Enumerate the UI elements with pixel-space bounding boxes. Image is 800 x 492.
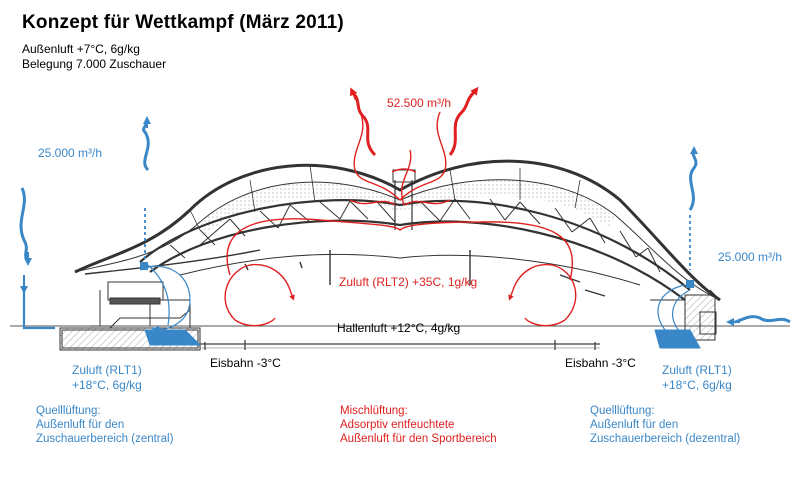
ground-line — [10, 325, 790, 349]
ice-rink-left-label: Eisbahn -3°C — [210, 356, 281, 370]
mixing-air-flow — [224, 111, 577, 327]
left-flow-rate: 25.000 m³/h — [38, 146, 103, 160]
ice-rink — [204, 340, 596, 350]
exhaust-flow-rate: 52.500 m³/h — [387, 96, 452, 110]
rlt1-left-line1: Zuluft (RLT1) — [72, 363, 142, 377]
exhaust-arrows — [349, 86, 479, 173]
diagram-title: Konzept für Wettkampf (März 2011) — [22, 12, 344, 33]
rlt2-supply-label: Zuluft (RLT2) +35C, 1g/kg — [339, 275, 478, 289]
note-right-line2: Außenluft für den — [590, 419, 679, 431]
note-right-line1: Quelllüftung: — [590, 405, 655, 417]
ice-rink-right-label: Eisbahn -3°C — [565, 356, 636, 370]
note-right-line3: Zuschauerbereich (dezentral) — [590, 433, 741, 445]
right-supply-air — [657, 146, 791, 333]
note-center-line2: Adsorptiv entfeuchtete — [340, 419, 455, 431]
right-stands — [650, 289, 721, 349]
rlt1-right-line2: +18°C, 6g/kg — [662, 378, 732, 392]
note-left-line2: Außenluft für den — [36, 419, 125, 431]
note-center-line3: Außenluft für den Sportbereich — [340, 433, 497, 445]
note-left-line1: Quelllüftung: — [36, 405, 101, 417]
rlt1-left-line2: +18°C, 6g/kg — [72, 378, 142, 392]
occupancy-condition: Belegung 7.000 Zuschauer — [22, 57, 167, 71]
rlt1-right-line1: Zuluft (RLT1) — [662, 363, 732, 377]
left-supply-air — [19, 116, 191, 333]
left-stands — [59, 281, 202, 351]
note-center-line1: Mischlüftung: — [340, 405, 408, 417]
roof-structure — [74, 159, 721, 302]
note-left-line3: Zuschauerbereich (zentral) — [36, 433, 174, 445]
outside-air-condition: Außenluft +7°C, 6g/kg — [22, 42, 140, 56]
hall-air-label: Hallenluft +12°C, 4g/kg — [337, 321, 461, 335]
right-flow-rate: 25.000 m³/h — [718, 250, 783, 264]
